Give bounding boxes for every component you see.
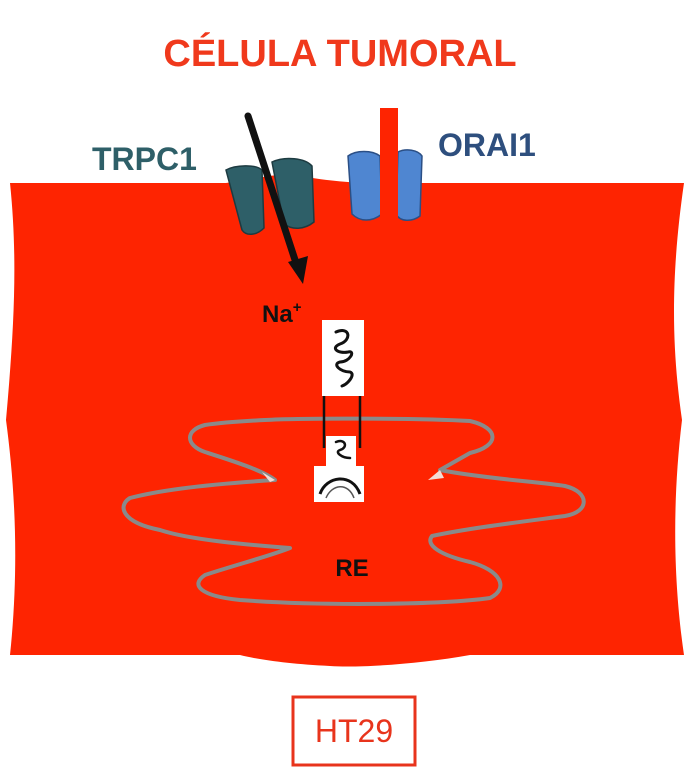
- ion-flux-arrow: [244, 112, 301, 270]
- orai1-label: ORAI1: [438, 127, 536, 163]
- orai1-red-bar: [380, 108, 398, 226]
- ion-label: Na+: [262, 299, 302, 328]
- er-notch-left: [262, 472, 275, 482]
- ion-symbol: Na: [262, 301, 293, 328]
- trpc1-label: TRPC1: [92, 141, 197, 177]
- ion-charge: +: [293, 299, 302, 316]
- endoplasmic-reticulum: [121, 416, 586, 606]
- protein-glyph-lower: [314, 436, 364, 502]
- er-notch-right: [428, 470, 444, 480]
- protein-glyph-upper: [322, 320, 364, 448]
- ion-flux-arrowhead: [288, 256, 308, 284]
- organelle-label: RE: [335, 555, 368, 582]
- diagram-title: CÉLULA TUMORAL: [163, 31, 516, 75]
- cell-line-box: [291, 695, 417, 767]
- cell-line-label: HT29: [315, 713, 393, 749]
